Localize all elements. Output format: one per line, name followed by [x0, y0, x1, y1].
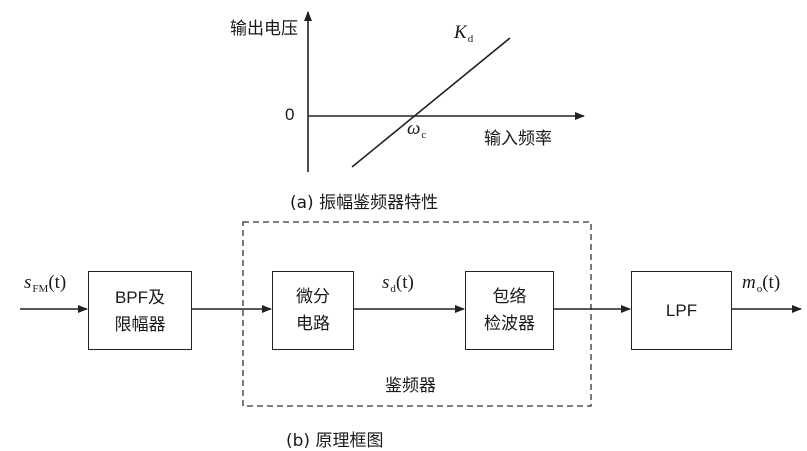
- center-frequency-label: ωc: [407, 118, 427, 141]
- caption-b: (b) 原理框图: [286, 431, 384, 451]
- bpf-limiter-block: BPF及限幅器: [88, 271, 192, 350]
- output-signal-label: mo(t): [742, 272, 781, 295]
- discriminator-group-frame: [242, 221, 592, 407]
- differentiator-block: 微分电路: [272, 271, 354, 350]
- lpf-block: LPF: [631, 271, 732, 350]
- origin-label: 0: [285, 105, 295, 124]
- y-axis-label: 输出电压: [230, 19, 298, 39]
- envelope-detector-block: 包络检波器: [465, 271, 554, 350]
- caption-a: (a) 振幅鉴频器特性: [290, 193, 439, 213]
- slope-label: Kd: [454, 22, 474, 45]
- characteristic-line: [351, 37, 511, 168]
- x-axis-label: 输入频率: [484, 129, 552, 149]
- mid-signal-label: sd(t): [382, 272, 414, 295]
- discriminator-group-label: 鉴频器: [385, 376, 436, 396]
- input-signal-label: sFM(t): [24, 272, 67, 295]
